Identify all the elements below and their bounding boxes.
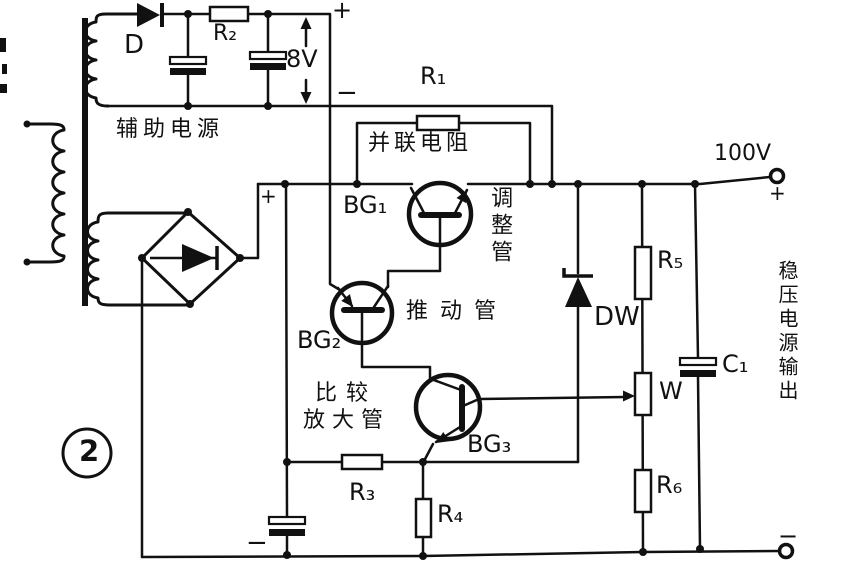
output-minus-label: − [778, 522, 799, 550]
r2-label: R₂ [213, 21, 238, 46]
scan-artifacts [0, 38, 7, 93]
zener-dw [562, 268, 593, 307]
main-winding [86, 211, 190, 307]
aux-plus-label: + [332, 0, 353, 24]
junction-dots [138, 10, 704, 560]
filter-minus-label: − [246, 528, 268, 558]
aux-cap-2 [248, 50, 288, 70]
resistor-r3 [340, 453, 384, 471]
output-terminal-positive [768, 167, 786, 185]
primary-winding [26, 122, 66, 264]
r6-label: R₆ [656, 471, 683, 499]
wiper-arrow [623, 390, 635, 402]
bridge-plus-label: + [260, 184, 277, 208]
aux-supply-title: 辅助电源 [116, 117, 225, 142]
aux-minus-label: − [336, 78, 358, 108]
aux-winding [84, 12, 139, 108]
transistor-bg1 [406, 180, 474, 248]
output-cap-c1 [678, 356, 718, 377]
r3-label: R₃ [349, 478, 376, 506]
resistor-r5 [633, 245, 653, 301]
r5-label: R₅ [657, 246, 684, 274]
compare-label-line2: 放大管 [303, 408, 391, 433]
dw-label: DW [594, 302, 640, 332]
resistors [208, 5, 653, 539]
figure-number-circle [61, 427, 113, 479]
arrows [300, 17, 635, 402]
transformer-core [82, 18, 88, 306]
resistor-r2 [208, 5, 250, 23]
potentiometer-w [633, 371, 653, 417]
filter-cap [267, 515, 307, 536]
regulator-label: 调整管 [487, 186, 513, 267]
r1-label: R₁ [420, 62, 447, 90]
driver-label: 推动管 [406, 299, 509, 324]
figure-number: 2 [79, 434, 100, 468]
resistor-r6 [633, 468, 653, 514]
dim-arrow-up [300, 17, 312, 29]
resistor-r1-shunt [415, 114, 461, 132]
8v-label: 8V [286, 45, 318, 73]
c1-label: C₁ [722, 350, 749, 378]
bg2-label: BG₂ [297, 326, 342, 354]
ac-input-terminal-bottom [23, 258, 31, 266]
bridge-rectifier [139, 209, 243, 307]
output-terminal-negative [777, 542, 795, 560]
transistor-bg2 [329, 280, 395, 346]
w-label: W [659, 377, 683, 405]
100v-label: 100V [714, 141, 772, 166]
ac-input-terminal-top [23, 120, 31, 128]
compare-label-line1: 比较 [315, 381, 378, 406]
diode-d-label: D [124, 30, 145, 60]
output-plus-label: + [769, 181, 786, 205]
diode-d [137, 3, 164, 27]
parallel-resistor-label: 并联电阻 [368, 131, 473, 156]
output-title: 稳压电源输出 [775, 260, 799, 404]
capacitors [168, 50, 718, 536]
r4-label: R₄ [437, 500, 464, 528]
bg3-label: BG₃ [467, 430, 512, 458]
resistor-r4 [414, 497, 433, 539]
bg1-label: BG₁ [343, 191, 388, 219]
aux-cap-1 [168, 55, 208, 75]
dim-arrow-down [300, 92, 312, 104]
transistor-bg3 [413, 372, 483, 444]
